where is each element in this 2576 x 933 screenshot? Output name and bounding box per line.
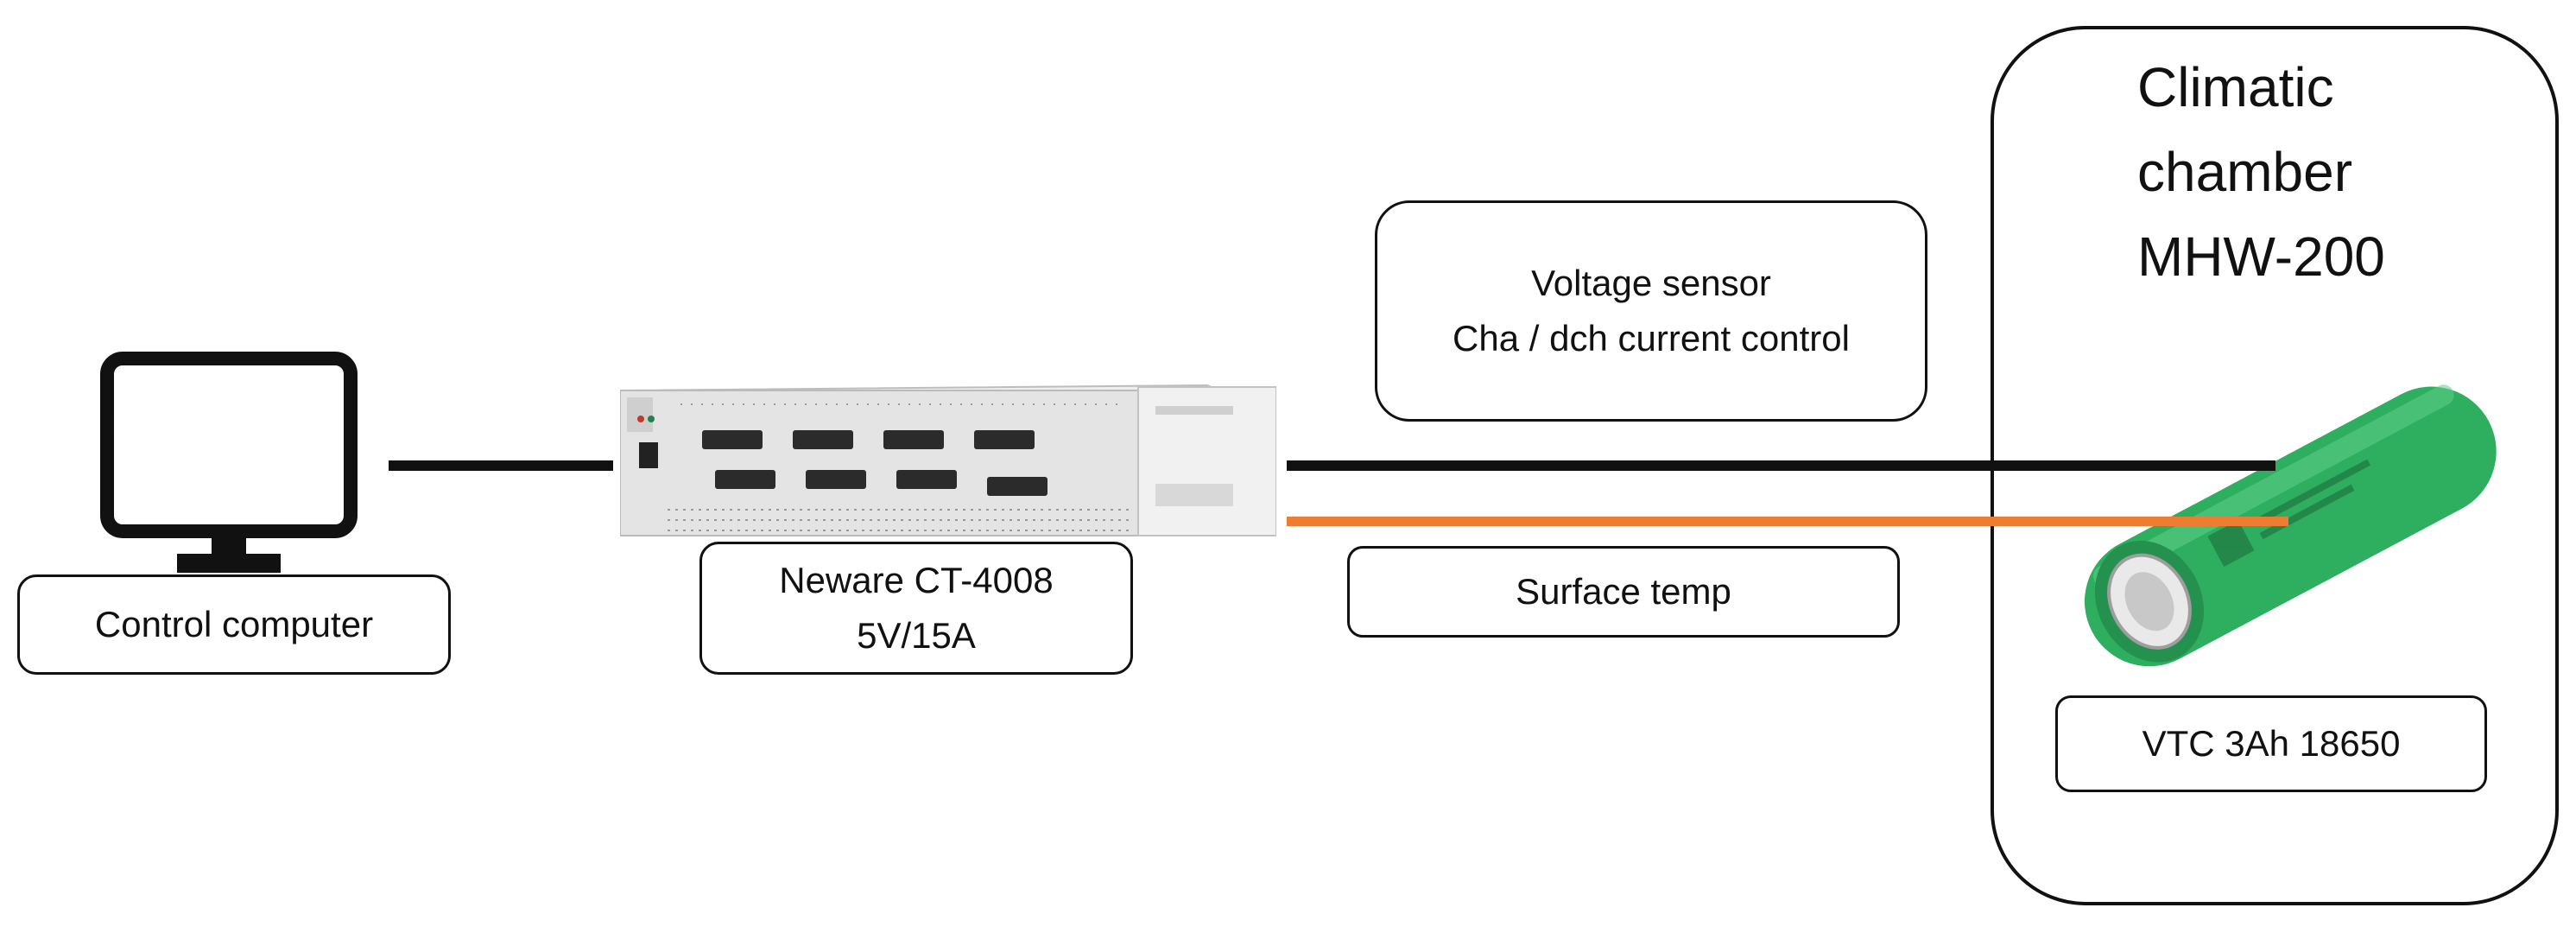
chamber-label-line1: Climatic <box>2137 56 2334 118</box>
battery-cycler-device <box>620 384 1276 536</box>
voltage-sensor-label: Voltage sensor <box>1531 263 1771 303</box>
cycler-label-box: Neware CT-4008 5V/15A <box>699 542 1133 675</box>
current-control-label: Cha / dch current control <box>1453 318 1850 359</box>
chamber-label-line2: chamber <box>2137 141 2352 203</box>
voltage-current-cable <box>1287 460 2275 471</box>
control-computer-label: Control computer <box>94 604 374 644</box>
computer-monitor-icon <box>100 352 358 573</box>
surface-temp-label: Surface temp <box>1516 571 1731 612</box>
computer-cycler-cable <box>389 460 613 471</box>
voltage-sensor-box: Voltage sensor Cha / dch current control <box>1375 200 1927 422</box>
cycler-model-label: Neware CT-4008 <box>779 560 1054 600</box>
cell-label-box: VTC 3Ah 18650 <box>2055 695 2487 792</box>
surface-temp-box: Surface temp <box>1347 546 1900 638</box>
control-computer-label-box: Control computer <box>17 574 451 675</box>
climatic-chamber-label: Climatic chamber MHW-200 <box>2137 45 2385 299</box>
battery-cell-18650 <box>2085 384 2497 667</box>
surface-temp-cable <box>1287 517 2288 526</box>
cell-label: VTC 3Ah 18650 <box>2142 723 2401 764</box>
chamber-label-line3: MHW-200 <box>2137 225 2385 288</box>
cycler-rating-label: 5V/15A <box>857 615 976 656</box>
